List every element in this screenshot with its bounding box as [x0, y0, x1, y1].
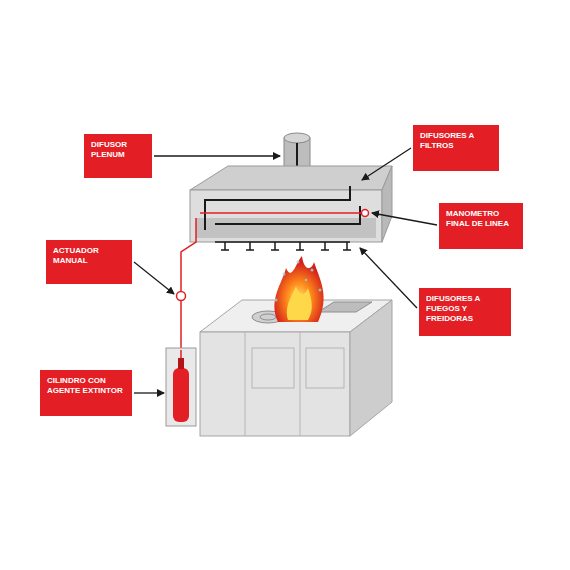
- gauge-label: MANOMETRO FINAL DE LINEA: [439, 203, 523, 249]
- manual-actuator: [177, 292, 186, 301]
- callout-text: CILINDRO CON AGENTE EXTINTOR: [47, 376, 125, 396]
- callout-text: DIFUSOR PLENUM: [91, 140, 145, 160]
- callout-text: DIFUSORES A FILTROS: [420, 131, 492, 151]
- plenum-label: DIFUSOR PLENUM: [84, 134, 152, 178]
- appliance-nozzle-label: DIFUSORES A FUEGOS Y FREIDORAS: [419, 288, 511, 336]
- callout-text: DIFUSORES A FUEGOS Y FREIDORAS: [426, 294, 504, 324]
- extraction-hood: [190, 166, 392, 242]
- extinguisher-cylinder: [166, 348, 196, 426]
- fire: [274, 256, 323, 322]
- callout-text: ACTUADOR MANUAL: [53, 246, 125, 266]
- actuator-label: ACTUADOR MANUAL: [46, 240, 132, 284]
- callout-text: MANOMETRO FINAL DE LINEA: [446, 209, 516, 229]
- cylinder-label: CILINDRO CON AGENTE EXTINTOR: [40, 370, 132, 416]
- leader-lines: [134, 148, 437, 393]
- filter-nozzle-label: DIFUSORES A FILTROS: [413, 125, 499, 171]
- appliance-nozzles: [215, 242, 351, 250]
- supply-line: [177, 218, 197, 350]
